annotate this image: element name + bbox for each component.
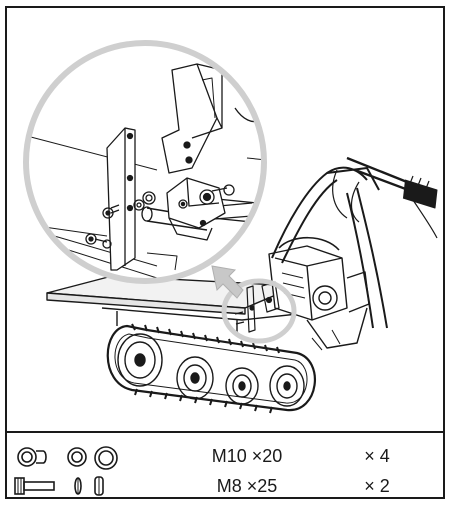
idler-wheel (269, 365, 305, 407)
engine (268, 237, 370, 351)
flat-washer-icon (93, 445, 119, 471)
bolt-set-left (85, 191, 156, 249)
parts-list: M10 ×20 × 4 (7, 431, 443, 497)
crawler-track (106, 323, 316, 414)
fastener-quantity: × 4 (364, 446, 390, 466)
detail-marker-circle (221, 278, 297, 344)
instruction-frame: M10 ×20 × 4 (5, 6, 445, 499)
fastener-spec: M8 ×25 (216, 476, 278, 496)
lock-washer-icon (71, 475, 85, 497)
nut-side-icon (91, 475, 107, 497)
magnified-detail (23, 40, 267, 284)
vertical-plate (106, 127, 136, 271)
zoom-arrow (211, 265, 244, 299)
road-wheel-2 (225, 367, 259, 405)
tracked-dumper-machine (46, 156, 438, 414)
bracket-detail-source (234, 281, 280, 333)
fastener-quantity: × 2 (364, 476, 390, 496)
upper-bracket (161, 63, 218, 174)
assembly-drawing (23, 40, 438, 414)
bracket-bolt-2 (178, 199, 188, 209)
parts-row-m8: M8 ×25 × 2 (7, 475, 443, 503)
bolt-head-end-icon (15, 445, 49, 469)
washer-icon (65, 445, 89, 469)
bracket-bolt-1 (199, 189, 215, 205)
road-wheel-1 (176, 356, 214, 400)
drive-sprocket (117, 333, 163, 387)
fastener-spec: M10 ×20 (211, 446, 283, 466)
handlebar-frame (271, 156, 438, 329)
assembly-illustration (7, 8, 443, 433)
parts-row-m10: M10 ×20 × 4 (7, 445, 443, 473)
bolt-side-icon (13, 475, 57, 497)
